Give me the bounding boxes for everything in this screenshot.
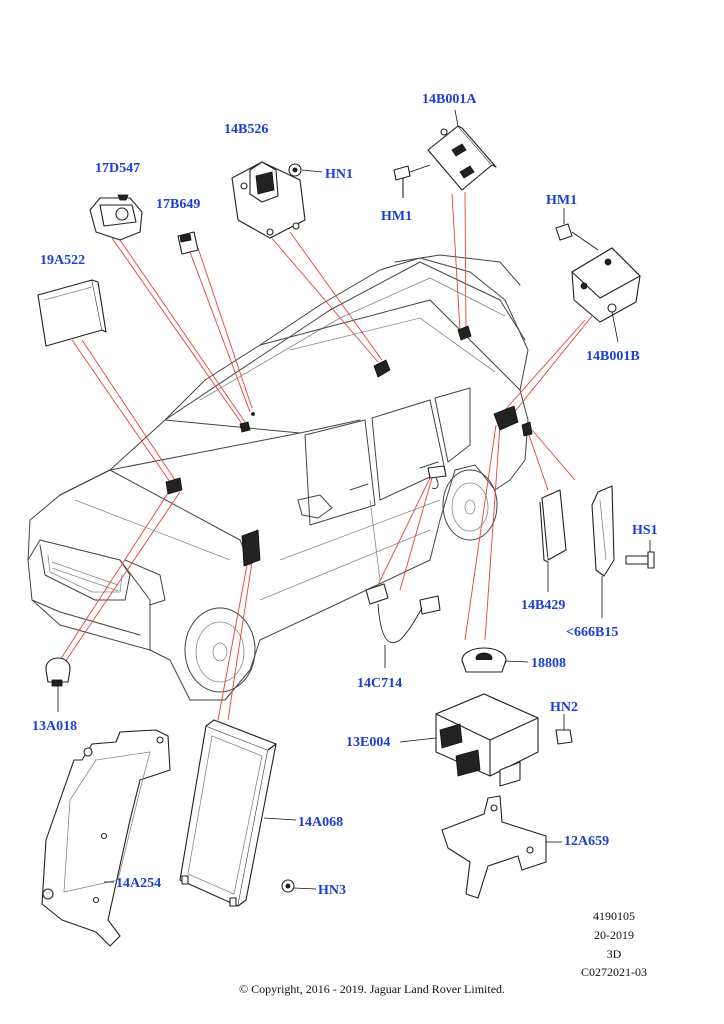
callout-HN1: HN1 — [325, 167, 353, 182]
part-14A254-bracket — [41, 729, 171, 947]
meta-date: 20-2019 — [594, 928, 634, 942]
callout-14A254: 14A254 — [116, 876, 161, 891]
callout-HS1: HS1 — [632, 523, 658, 538]
part-18808-speaker — [461, 647, 529, 673]
callout-HN2: HN2 — [550, 700, 578, 715]
part-13E004-module — [399, 693, 539, 787]
copyright-notice: © Copyright, 2016 - 2019. Jaguar Land Ro… — [239, 982, 505, 996]
callout-HM1-upper: HM1 — [381, 209, 412, 224]
part-17D547-camera — [89, 194, 143, 241]
callout-14B429: 14B429 — [521, 598, 565, 613]
vehicle-part-markers — [165, 325, 533, 567]
part-19A522-module — [37, 279, 107, 347]
part-14B001B-module — [571, 247, 641, 343]
part-666B15-handle — [591, 485, 615, 618]
meta-view: 3D — [607, 947, 622, 961]
callout-13A018: 13A018 — [32, 719, 77, 734]
meta-code: C0272021-03 — [581, 965, 647, 979]
callout-17D547: 17D547 — [95, 161, 140, 176]
callout-14B526: 14B526 — [224, 122, 268, 137]
vehicle-outline — [27, 254, 529, 701]
part-14B001A-module — [427, 109, 497, 191]
callout-17B649: 17B649 — [156, 197, 200, 212]
leader-lines — [59, 191, 593, 721]
callout-666B15: <666B15 — [566, 625, 618, 640]
callout-14A068: 14A068 — [298, 815, 343, 830]
callout-12A659: 12A659 — [564, 834, 609, 849]
callout-HN3: HN3 — [318, 883, 346, 898]
part-14C714-harness — [365, 465, 447, 668]
diagram-metadata: 4190105 20-2019 3D C0272021-03 — [581, 909, 647, 979]
callout-19A522: 19A522 — [40, 253, 85, 268]
meta-ref: 4190105 — [593, 909, 635, 923]
part-HN2-nut — [555, 714, 573, 745]
callout-18808: 18808 — [531, 656, 566, 671]
part-HN3-nut — [281, 879, 317, 893]
callout-HM1-right: HM1 — [546, 193, 577, 208]
callout-14C714: 14C714 — [357, 676, 402, 691]
part-HM1-screw-a — [393, 164, 431, 198]
callout-14B001A: 14B001A — [422, 92, 477, 107]
callout-13E004: 13E004 — [346, 735, 390, 750]
part-12A659-bracket — [441, 795, 562, 899]
callout-14B001B: 14B001B — [586, 349, 640, 364]
part-13A018-sensor — [45, 657, 71, 712]
part-14B429-module — [539, 489, 567, 592]
part-HM1-screw-b — [555, 208, 599, 251]
part-14B526-module — [231, 161, 306, 239]
part-HS1-screw — [625, 540, 655, 569]
callout-labels: 14B001A 14B526 HN1 17D547 HM1 17B649 HM1… — [32, 92, 658, 898]
part-HN1-nut — [288, 163, 323, 177]
part-14A068-module — [179, 719, 297, 907]
part-17B649-sensor — [177, 231, 199, 255]
